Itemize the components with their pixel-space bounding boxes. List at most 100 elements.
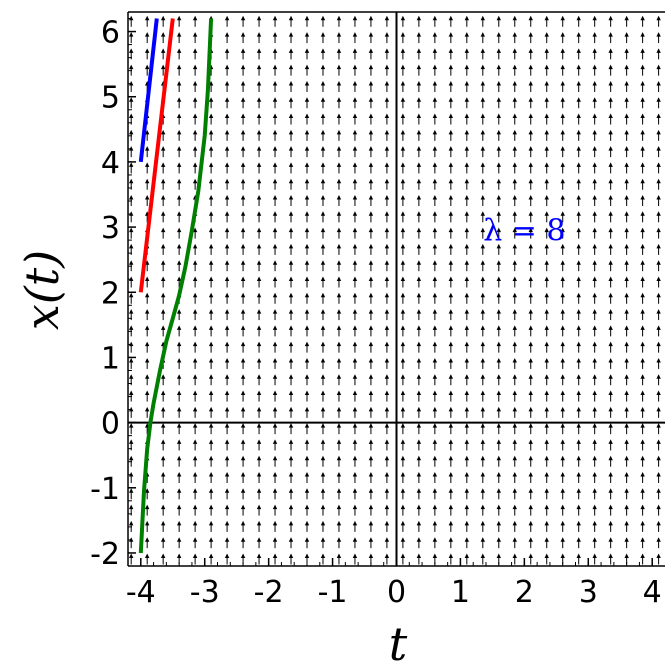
field-arrow-head	[624, 211, 629, 216]
field-arrow-head	[208, 195, 214, 200]
field-arrow-head	[656, 553, 661, 558]
field-arrow-head	[352, 260, 358, 265]
field-arrow-head	[336, 162, 342, 167]
field-arrow-head	[368, 488, 374, 493]
field-arrow-head	[624, 390, 629, 396]
field-arrow-head	[128, 97, 134, 102]
field-arrow-head	[272, 162, 278, 167]
field-arrow-head	[384, 520, 390, 526]
field-arrow-head	[256, 15, 262, 21]
field-arrow-head	[224, 162, 230, 167]
field-arrow-head	[464, 439, 470, 444]
field-arrow-head	[288, 374, 294, 379]
field-arrow-head	[448, 406, 454, 412]
field-arrow-head	[192, 260, 198, 265]
field-arrow-head	[240, 504, 246, 510]
field-arrow-head	[480, 455, 486, 461]
field-arrow-head	[224, 292, 230, 298]
field-arrow-head	[416, 195, 422, 200]
field-arrow-head	[224, 227, 230, 233]
field-arrow-head	[592, 32, 597, 37]
field-arrow-head	[368, 260, 374, 265]
field-arrow-head	[144, 553, 150, 558]
field-arrow-head	[288, 276, 294, 281]
field-arrow-head	[304, 48, 310, 53]
field-arrow-head	[288, 15, 294, 21]
field-arrow-head	[128, 64, 134, 70]
field-arrow-head	[288, 113, 294, 119]
field-arrow-head	[288, 260, 294, 265]
field-arrow-head	[448, 146, 454, 151]
field-arrow-head	[608, 374, 613, 379]
field-arrow-head	[240, 227, 246, 233]
field-arrow-head	[576, 243, 581, 249]
field-arrow-head	[224, 390, 230, 396]
field-arrow-head	[432, 341, 438, 347]
field-arrow-head	[384, 129, 390, 135]
field-arrow-head	[256, 553, 262, 558]
field-arrow-head	[432, 309, 438, 314]
field-arrow-head	[128, 195, 134, 200]
field-arrow-head	[656, 472, 661, 477]
field-arrow-head	[288, 162, 294, 167]
field-arrow-head	[176, 504, 182, 510]
field-arrow-head	[576, 472, 581, 477]
field-arrow-head	[336, 390, 342, 396]
field-arrow-head	[400, 178, 406, 184]
field-arrow-head	[448, 390, 454, 396]
field-arrow-head	[272, 113, 278, 119]
solution-curve-1	[138, 18, 159, 163]
field-arrow-head	[192, 80, 198, 86]
field-arrow-head	[448, 309, 454, 314]
field-arrow-head	[464, 537, 470, 542]
field-arrow-head	[368, 439, 374, 444]
field-arrow-head	[560, 325, 565, 330]
field-arrow-head	[176, 390, 182, 396]
field-arrow-head	[544, 357, 549, 363]
field-arrow-head	[576, 455, 581, 461]
field-arrow-head	[368, 80, 374, 86]
field-arrow-head	[432, 260, 438, 265]
field-arrow-head	[224, 553, 230, 558]
field-arrow-head	[624, 488, 629, 493]
x-tick-label: -4	[126, 575, 156, 610]
field-arrow-head	[320, 520, 326, 526]
field-arrow-head	[448, 292, 454, 298]
field-arrow-head	[528, 520, 533, 526]
field-arrow-head	[416, 423, 422, 428]
field-arrow-head	[256, 455, 262, 461]
field-arrow-head	[224, 488, 230, 493]
field-arrow-head	[192, 129, 198, 135]
field-arrow-head	[224, 504, 230, 510]
field-arrow-head	[320, 211, 326, 216]
field-arrow-head	[320, 129, 326, 135]
field-arrow-head	[624, 325, 629, 330]
field-arrow-head	[336, 15, 342, 21]
field-arrow-head	[352, 211, 358, 216]
field-arrow-head	[496, 15, 501, 21]
field-arrow-head	[320, 80, 326, 86]
field-arrow-head	[656, 423, 661, 428]
field-arrow-head	[368, 195, 374, 200]
field-arrow-head	[352, 325, 358, 330]
field-arrow-head	[240, 309, 246, 314]
field-arrow-head	[512, 113, 517, 119]
field-arrow-head	[624, 243, 629, 249]
field-arrow-head	[272, 537, 278, 542]
field-arrow-head	[400, 504, 406, 510]
field-arrow-head	[528, 309, 533, 314]
field-arrow-head	[432, 439, 438, 444]
field-arrow-head	[176, 439, 182, 444]
field-arrow-head	[416, 97, 422, 102]
field-arrow-head	[592, 195, 597, 200]
field-arrow-head	[464, 276, 470, 281]
field-arrow-head	[224, 80, 230, 86]
field-arrow-head	[320, 113, 326, 119]
field-arrow-head	[656, 357, 661, 363]
field-arrow-head	[480, 15, 486, 21]
field-arrow-head	[656, 325, 661, 330]
field-arrow-head	[176, 325, 182, 330]
field-arrow-head	[304, 162, 310, 167]
field-arrow-head	[480, 195, 486, 200]
field-arrow-head	[144, 406, 150, 412]
